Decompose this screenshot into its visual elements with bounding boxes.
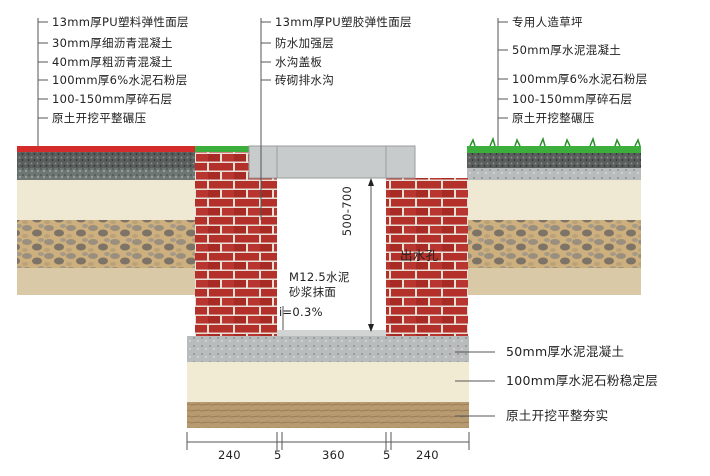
dim-left-gap: 5	[274, 448, 282, 462]
left-layer-label-2: 30mm厚细沥青混凝土	[52, 36, 173, 50]
right-layer-label-5: 原土开挖整碾压	[512, 111, 595, 125]
dim-channel: 360	[322, 448, 345, 462]
outlet-hole-label: 出水孔	[400, 248, 439, 263]
bottom-layer-label-2: 100mm厚水泥石粉稳定层	[506, 373, 659, 388]
right-layer-label-1: 专用人造草坪	[512, 15, 583, 29]
bottom-layer-label-1: 50mm厚水泥混凝土	[506, 344, 625, 359]
mortar-label-line1: M12.5水泥	[289, 270, 350, 284]
depth-label: 500-700	[340, 185, 355, 237]
dim-left-wall: 240	[218, 448, 241, 462]
right-layer-label-2: 50mm厚水泥混凝土	[512, 43, 622, 57]
right-layer-label-4: 100-150mm厚碎石层	[512, 92, 633, 106]
slope-label: i=0.3%	[279, 305, 323, 319]
bottom-layer-label-3: 原土开挖平整夯实	[506, 408, 609, 423]
dim-right-wall: 240	[416, 448, 439, 462]
left-layer-label-1: 13mm厚PU塑料弹性面层	[52, 15, 189, 29]
mortar-label-line2: 砂浆抹面	[289, 285, 337, 299]
left-layer-label-4: 100mm厚6%水泥石粉层	[52, 73, 188, 87]
middle-layer-label-2: 防水加强层	[275, 36, 334, 50]
left-layer-label-3: 40mm厚粗沥青混凝土	[52, 55, 173, 69]
dim-right-gap: 5	[383, 448, 391, 462]
middle-layer-label-3: 水沟盖板	[275, 55, 323, 69]
middle-layer-label-1: 13mm厚PU塑胶弹性面层	[275, 15, 412, 29]
left-layer-label-6: 原土开挖平整碾压	[52, 111, 147, 125]
left-layer-label-5: 100-150mm厚碎石层	[52, 92, 173, 106]
middle-layer-label-4: 砖砌排水沟	[275, 73, 334, 87]
right-layer-label-3: 100mm厚6%水泥石粉层	[512, 72, 648, 86]
